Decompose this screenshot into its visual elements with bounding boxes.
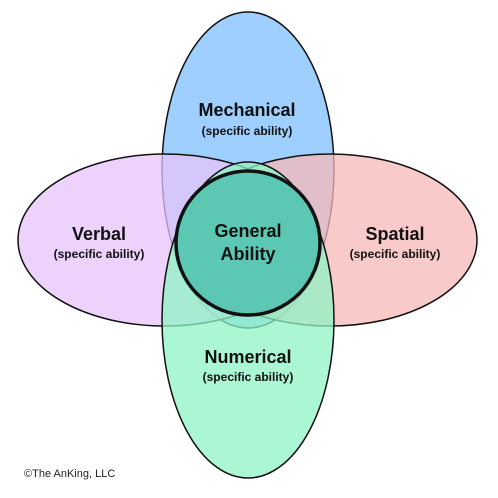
spatial-title: Spatial — [365, 224, 424, 244]
copyright-credit: ©The AnKing, LLC — [24, 468, 116, 480]
verbal-subtitle: (specific ability) — [54, 247, 145, 261]
spatial-subtitle: (specific ability) — [350, 247, 441, 261]
mechanical-title: Mechanical — [198, 100, 295, 120]
numerical-subtitle: (specific ability) — [203, 370, 294, 384]
general-ability-circle — [174, 169, 322, 317]
mechanical-subtitle: (specific ability) — [202, 124, 293, 138]
numerical-title: Numerical — [204, 347, 291, 367]
general-ability-line1: General — [214, 221, 281, 241]
verbal-title: Verbal — [72, 224, 126, 244]
general-ability-line2: Ability — [220, 244, 275, 264]
